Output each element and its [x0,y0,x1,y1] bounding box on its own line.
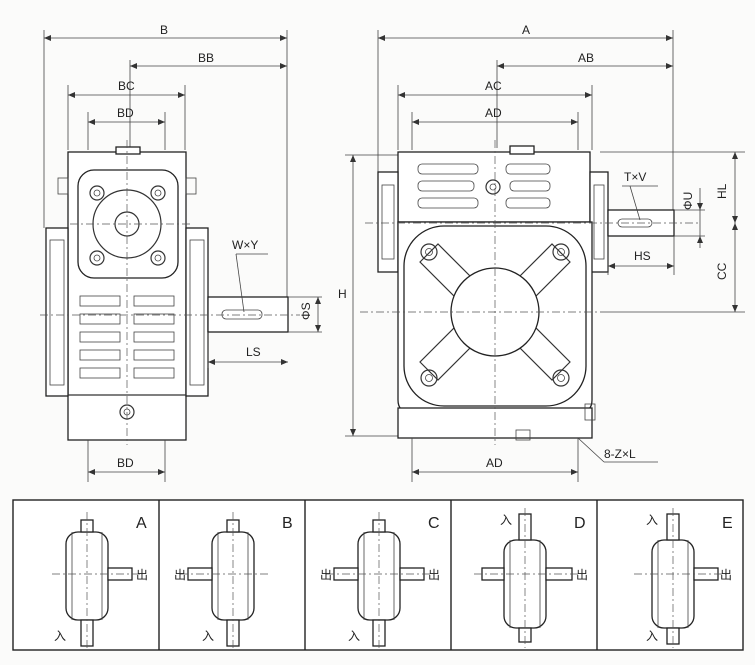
config-C-out-label-left: 出 [320,568,332,582]
dim-label-AC: AC [485,79,502,93]
config-D-out-label: 出 [576,568,588,582]
front-left-worm-flange [377,171,399,273]
config-letter-E: E [722,515,733,532]
dim-label-A: A [522,23,530,37]
config-C-out-label-right: 出 [428,568,440,582]
side-view: B BB BC BD [40,23,322,482]
dim-label-HS: HS [634,249,651,263]
config-letter-C: C [428,515,440,532]
side-right-flange [185,227,209,397]
config-E-in-label-bottom: 入 [646,629,658,643]
side-ribs [79,295,175,379]
dim-label-HL: HL [715,183,729,199]
dim-label-BC: BC [118,79,135,93]
config-panel-C: C 出 出 入 [320,512,440,648]
config-panel-B: B 出 入 [174,512,293,648]
config-B-in-label: 入 [202,629,214,643]
config-panel-A: A 出 入 [52,512,148,648]
config-D-in-label: 入 [500,513,512,527]
config-A-out-label: 出 [136,568,148,582]
side-left-flange [45,227,69,397]
dim-label-BB: BB [198,51,214,65]
dim-label-TV: T×V [624,170,646,184]
dim-label-B: B [160,23,168,37]
dim-label-ZL: 8-Z×L [604,447,636,461]
configuration-panels: A 出 入 B 出 入 C [12,499,744,651]
config-C-in-label: 入 [348,629,360,643]
dim-label-H: H [338,287,347,301]
config-A-in-label: 入 [54,629,66,643]
side-output-shaft [207,296,289,333]
config-letter-D: D [574,515,586,532]
dim-label-AB: AB [578,51,594,65]
dim-label-BD-bottom: BD [117,456,134,470]
front-worm-housing [397,151,591,223]
config-E-in-label-top: 入 [646,513,658,527]
dim-label-WY: W×Y [232,238,258,252]
config-letter-A: A [136,515,147,532]
front-right-worm-flange [589,171,609,273]
dim-label-CC: CC [715,262,729,280]
config-letter-B: B [282,515,293,532]
config-B-out-label: 出 [174,568,186,582]
config-E-out-label: 出 [720,568,732,582]
front-view: A AB AC AD H [338,23,745,482]
dim-label-BD-top: BD [117,106,134,120]
dim-label-AD-bottom: AD [486,456,503,470]
dim-label-U: ΦU [681,192,695,210]
config-panel-E: E 出 入 入 [634,508,733,648]
dim-label-S: ΦS [299,302,313,320]
config-panel-D: D 出 入 [474,508,588,648]
dim-label-LS: LS [246,345,261,359]
dim-label-AD-top: AD [485,106,502,120]
